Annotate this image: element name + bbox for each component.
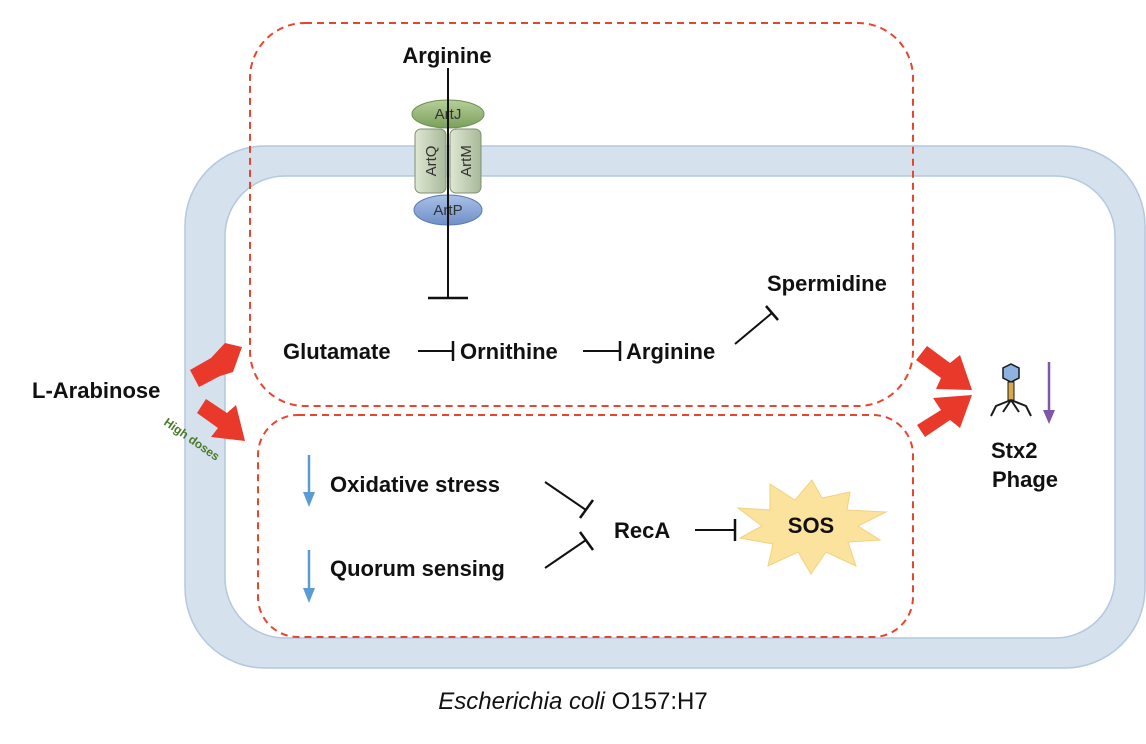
phage-decrease-arrow-head	[1043, 410, 1055, 424]
stx2-label: Stx2	[991, 438, 1037, 463]
artm-subunit	[449, 128, 482, 194]
artq-subunit	[414, 128, 447, 194]
oxidative-reca-tbar	[578, 499, 595, 519]
quorum-reca-line	[544, 539, 587, 569]
sos-burst	[736, 479, 888, 575]
spermidine-label: Spermidine	[767, 271, 887, 296]
cell-membrane	[184, 145, 1146, 669]
arginine-spermidine-tbar	[765, 305, 779, 321]
arginine-mid-label: Arginine	[626, 339, 715, 364]
glutamate-label: Glutamate	[283, 339, 391, 364]
oxidative-decrease-head	[303, 492, 315, 507]
oxidative-reca-line	[544, 481, 587, 511]
reca-label: RecA	[614, 518, 670, 543]
to-phage-lower-arrow	[917, 395, 972, 437]
artq-label: ArtQ	[423, 146, 440, 177]
to-phage-upper-arrow	[916, 346, 972, 390]
sos-response-box	[257, 414, 914, 638]
arginine-spermidine-line	[734, 312, 773, 345]
arginine-metabolism-box	[249, 22, 914, 407]
species-name: Escherichia coli	[438, 688, 605, 715]
artm-label: ArtM	[458, 145, 475, 177]
oxidative-stress-label: Oxidative stress	[330, 472, 500, 497]
l-arabinose-label: L-Arabinose	[32, 378, 160, 403]
ornithine-label: Ornithine	[460, 339, 558, 364]
quorum-decrease-head	[303, 588, 315, 603]
sos-label: SOS	[788, 513, 834, 538]
arabinose-upper-arrow	[190, 343, 242, 387]
quorum-reca-tbar	[578, 531, 595, 551]
phage-icon	[990, 363, 1032, 417]
quorum-sensing-label: Quorum sensing	[330, 556, 505, 581]
arginine-top-label: Arginine	[402, 43, 491, 68]
arabinose-lower-arrow	[197, 399, 245, 441]
strain-name: O157:H7	[611, 688, 708, 715]
phage-label: Phage	[992, 467, 1058, 492]
figure-caption: Escherichia coli O157:H7	[0, 688, 1146, 716]
